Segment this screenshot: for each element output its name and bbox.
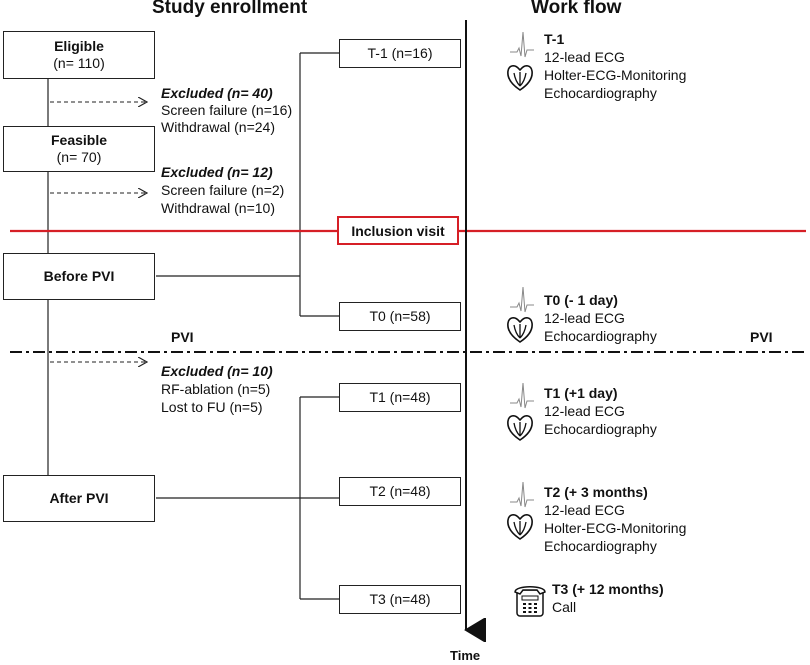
workflow-item: Echocardiography <box>544 85 657 101</box>
workflow-title-t3: T3 (+ 12 months) <box>552 581 664 597</box>
excluded-2-line: Withdrawal (n=10) <box>161 200 275 216</box>
workflow-item: 12-lead ECG <box>544 502 625 518</box>
pvi-label-left: PVI <box>171 329 194 345</box>
workflow-item: Holter-ECG-Monitoring <box>544 67 687 83</box>
timepoint-box-t0: T0 (n=58) <box>339 302 461 331</box>
eligible-box: Eligible (n= 110) <box>3 31 155 79</box>
ecg-trace-icon <box>510 382 534 409</box>
inclusion-visit-box: Inclusion visit <box>337 216 459 245</box>
workflow-item: 12-lead ECG <box>544 403 625 419</box>
header-study-enrollment: Study enrollment <box>152 0 308 18</box>
timepoint-box-t-minus-1: T-1 (n=16) <box>339 39 461 68</box>
excluded-2-line: Screen failure (n=2) <box>161 182 285 198</box>
before-pvi-box: Before PVI <box>3 253 155 300</box>
excluded-1-line: Screen failure (n=16) <box>161 102 293 118</box>
heart-echo-icon <box>507 514 533 540</box>
timepoint-box-t2: T2 (n=48) <box>339 477 461 506</box>
excluded-1-line: Withdrawal (n=24) <box>161 119 275 135</box>
timepoint-box-t1: T1 (n=48) <box>339 383 461 412</box>
workflow-title-t2: T2 (+ 3 months) <box>544 484 648 500</box>
eligible-count: (n= 110) <box>53 55 105 71</box>
ecg-trace-icon <box>510 481 534 508</box>
workflow-item: 12-lead ECG <box>544 49 625 65</box>
workflow-item: Holter-ECG-Monitoring <box>544 520 687 536</box>
excluded-1-title: Excluded (n= 40) <box>161 85 273 101</box>
feasible-box: Feasible (n= 70) <box>3 126 155 172</box>
excluded-2-title: Excluded (n= 12) <box>161 164 273 180</box>
workflow-title-t0: T0 (- 1 day) <box>544 292 618 308</box>
time-label: Time <box>450 648 481 663</box>
heart-echo-icon <box>507 317 533 343</box>
excluded-3-line: RF-ablation (n=5) <box>161 381 271 397</box>
after-pvi-box: After PVI <box>3 475 155 522</box>
ecg-trace-icon <box>510 286 534 313</box>
heart-echo-icon <box>507 415 533 441</box>
telephone-icon <box>514 586 546 617</box>
workflow-title-t-minus-1: T-1 <box>544 31 565 47</box>
pvi-label-right: PVI <box>750 329 773 345</box>
workflow-item: Echocardiography <box>544 328 657 344</box>
eligible-title: Eligible <box>54 38 104 54</box>
timepoint-box-t3: T3 (n=48) <box>339 585 461 614</box>
workflow-title-t1: T1 (+1 day) <box>544 385 618 401</box>
workflow-item: Echocardiography <box>544 421 657 437</box>
after-pvi-label: After PVI <box>49 490 109 506</box>
feasible-count: (n= 70) <box>56 149 102 165</box>
excluded-3-line: Lost to FU (n=5) <box>161 399 263 415</box>
workflow-item: 12-lead ECG <box>544 310 625 326</box>
workflow-item: Call <box>552 599 577 615</box>
workflow-item: Echocardiography <box>544 538 657 554</box>
before-pvi-label: Before PVI <box>43 268 115 284</box>
header-work-flow: Work flow <box>531 0 622 18</box>
ecg-trace-icon <box>510 31 534 58</box>
excluded-3-title: Excluded (n= 10) <box>161 363 273 379</box>
heart-echo-icon <box>507 65 533 91</box>
feasible-title: Feasible <box>50 132 108 148</box>
